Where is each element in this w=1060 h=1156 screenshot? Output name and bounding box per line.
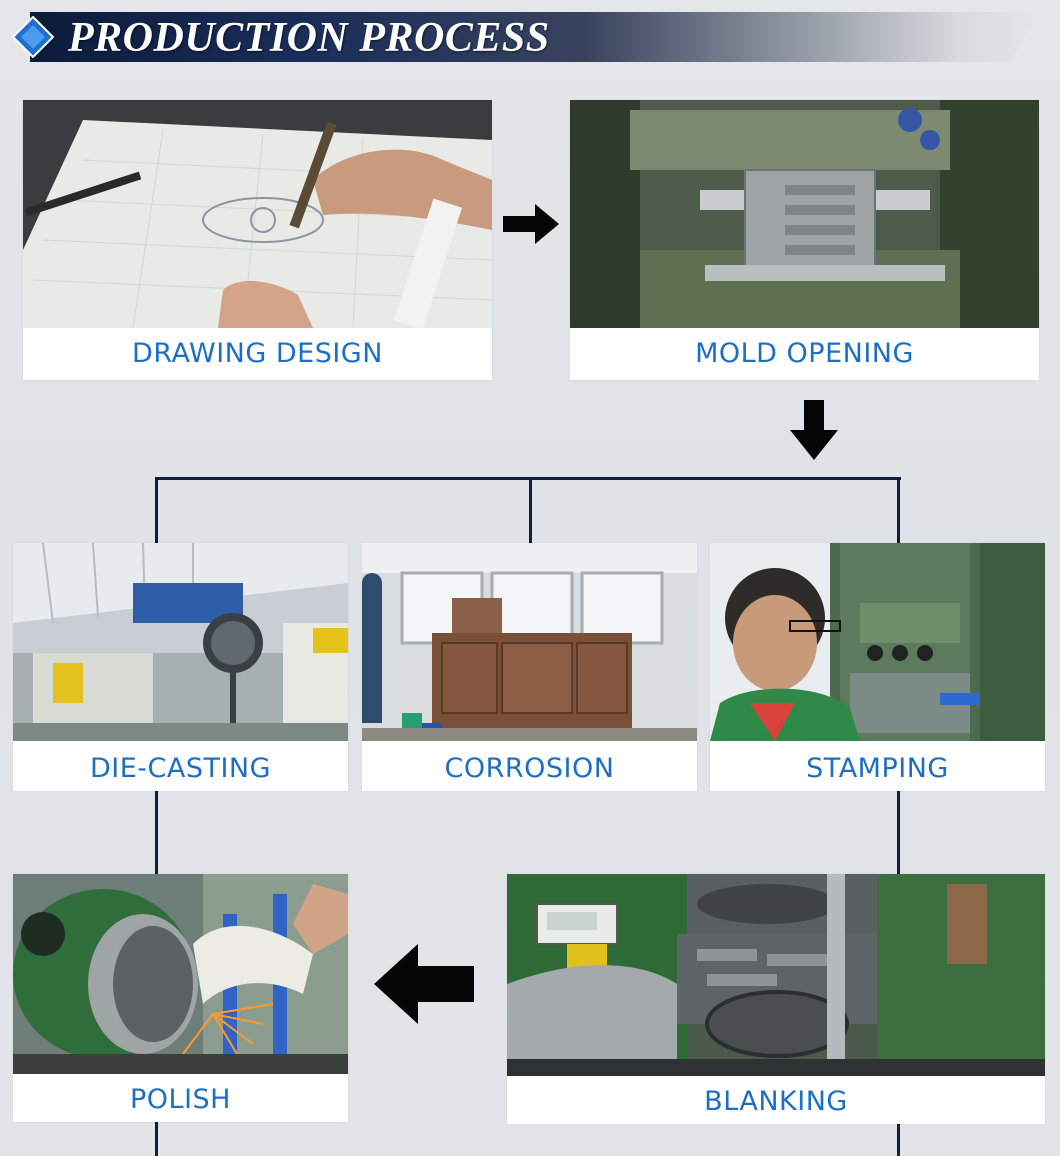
- header-banner: PRODUCTION PROCESS: [0, 0, 1060, 70]
- page-title: PRODUCTION PROCESS: [68, 15, 550, 61]
- arrow-down-icon: [790, 400, 838, 460]
- step-card-mold-opening: MOLD OPENING: [570, 100, 1039, 380]
- connector-diecast-polish: [155, 790, 158, 876]
- die-casting-photo: [13, 543, 348, 741]
- step-card-blanking: BLANKING: [507, 874, 1045, 1124]
- polish-photo: [13, 874, 348, 1074]
- arrow-right-icon: [503, 204, 559, 244]
- connector-polish-bottom: [155, 1122, 158, 1156]
- drawing-design-photo: [23, 100, 492, 328]
- step-label-mold-opening: MOLD OPENING: [695, 338, 914, 369]
- step-card-stamping: STAMPING: [710, 543, 1045, 791]
- step-card-die-casting: DIE-CASTING: [13, 543, 348, 791]
- diamond-icon: [12, 16, 54, 58]
- connector-stamping-blanking: [897, 790, 900, 876]
- step-card-corrosion: CORROSION: [362, 543, 697, 791]
- stamping-photo: [710, 543, 1045, 741]
- mold-opening-photo: [570, 100, 1039, 328]
- step-label-stamping: STAMPING: [806, 753, 949, 784]
- step-label-drawing-design: DRAWING DESIGN: [132, 338, 383, 369]
- blanking-photo: [507, 874, 1045, 1076]
- arrow-left-icon: [374, 944, 474, 1024]
- step-label-polish: POLISH: [130, 1084, 231, 1115]
- corrosion-photo: [362, 543, 697, 741]
- connector-blanking-bottom: [897, 1124, 900, 1156]
- step-card-drawing-design: DRAWING DESIGN: [23, 100, 492, 380]
- connector-left-drop: [155, 477, 158, 545]
- step-label-corrosion: CORROSION: [444, 753, 615, 784]
- step-label-blanking: BLANKING: [704, 1086, 848, 1117]
- connector-right-drop: [897, 477, 900, 545]
- connector-mid-drop: [529, 477, 532, 545]
- step-label-die-casting: DIE-CASTING: [89, 753, 272, 784]
- header-bar: [30, 12, 1040, 62]
- step-card-polish: POLISH: [13, 874, 348, 1122]
- connector-horizontal: [155, 477, 901, 480]
